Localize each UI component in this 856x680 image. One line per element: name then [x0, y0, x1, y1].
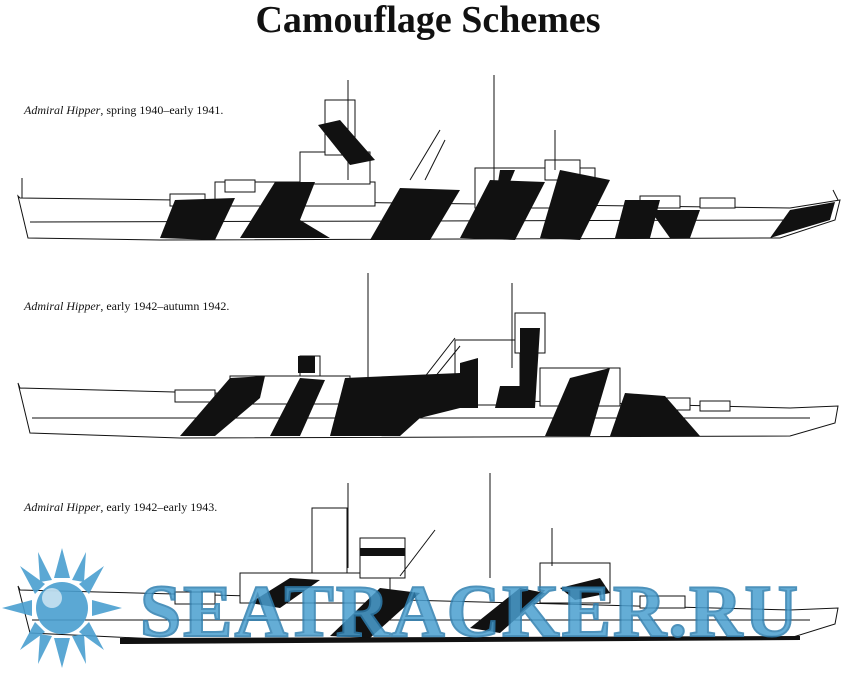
- scheme-period: , early 1942–autumn 1942.: [100, 299, 230, 313]
- plate-caption-3: Admiral Hipper, early 1942–early 1943.: [24, 500, 217, 515]
- page-title: Camouflage Schemes: [255, 0, 601, 41]
- watermark-text: SEATRACKER.RU: [139, 571, 800, 653]
- plate-caption-1: Admiral Hipper, spring 1940–early 1941.: [24, 103, 223, 118]
- ship-name: Admiral Hipper: [24, 103, 101, 117]
- plate-caption-2: Admiral Hipper, early 1942–autumn 1942.: [24, 299, 229, 314]
- ship-profile-3: [17, 473, 839, 644]
- ship-profile-2: [17, 273, 839, 439]
- scheme-period: , early 1942–early 1943.: [100, 500, 218, 514]
- ship-profile-1: [17, 75, 841, 241]
- watermark-sun-icon: [2, 548, 122, 668]
- ship-name: Admiral Hipper: [24, 299, 101, 313]
- scheme-period: , spring 1940–early 1941.: [100, 103, 224, 117]
- ship-name: Admiral Hipper: [24, 500, 101, 514]
